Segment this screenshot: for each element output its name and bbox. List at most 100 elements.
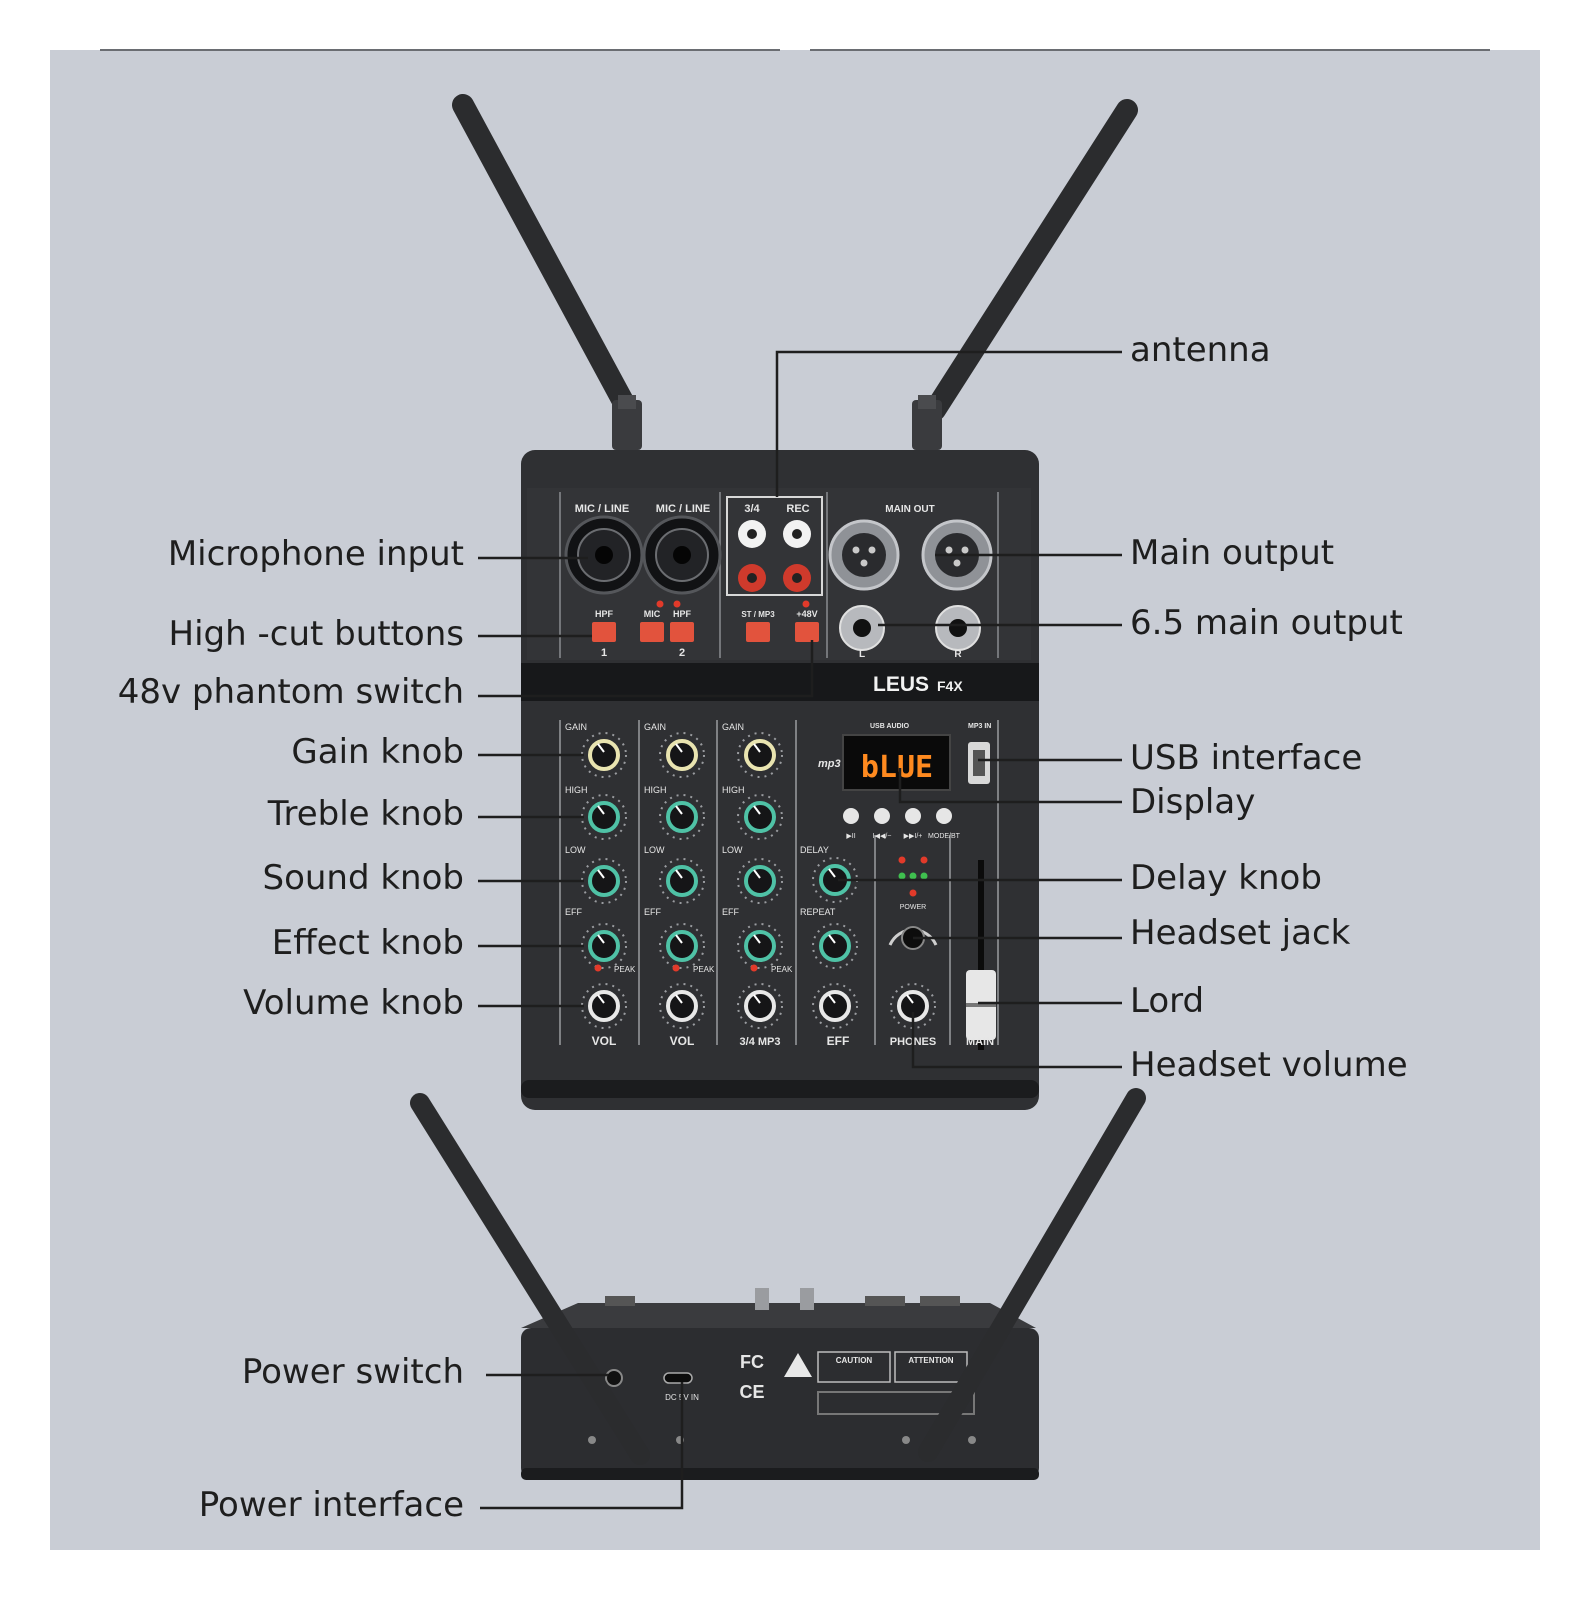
label-transport-2: I◀◀/− — [873, 833, 892, 840]
volume-knob-ch3[interactable] — [737, 983, 783, 1029]
fcc-mark: FC — [740, 1352, 764, 1372]
repeat-knob[interactable] — [812, 923, 858, 969]
effect-knob-ch3[interactable] — [737, 923, 783, 969]
label-mp3-in: MP3 IN — [968, 723, 991, 730]
label-eff-out: EFF — [827, 1034, 850, 1048]
label-peak-1: PEAK — [614, 965, 636, 974]
label-mic-line-1: MIC / LINE — [575, 503, 629, 515]
warning-triangle — [784, 1353, 812, 1377]
brand-logo: LEUS — [873, 673, 929, 696]
label-transport-3: ▶▶I/+ — [904, 833, 923, 840]
label-repeat: REPEAT — [800, 907, 836, 917]
gain-knob-ch3[interactable] — [737, 732, 783, 778]
gain-knob-ch1[interactable] — [581, 732, 627, 778]
label-ch-1: 1 — [601, 647, 607, 659]
display-panel — [842, 734, 951, 791]
power-switch-button — [605, 1369, 623, 1387]
label-transport-4: MODE/BT — [928, 833, 961, 840]
label-hpf-2: HPF — [673, 609, 692, 619]
leader-lines — [478, 350, 1122, 1510]
treble-knob-ch3[interactable] — [737, 794, 783, 840]
low-knob-ch3[interactable] — [737, 858, 783, 904]
label-vol-1: VOL — [592, 1034, 617, 1048]
gain-knob-ch2[interactable] — [659, 732, 705, 778]
rca-box — [726, 496, 823, 596]
volume-knob-ch1[interactable] — [581, 983, 627, 1029]
label-power: POWER — [900, 904, 926, 911]
effect-knob-ch2[interactable] — [659, 923, 705, 969]
brand-strip — [521, 663, 1039, 701]
label-rec: REC — [786, 503, 809, 515]
callout-power-interface: Power interface — [198, 1485, 464, 1525]
callout-treble-knob: Treble knob — [267, 794, 464, 834]
label-ch34: 3/4 — [744, 503, 760, 515]
callout-high-cut-buttons: High -cut buttons — [168, 614, 464, 654]
label-main: MAIN — [966, 1036, 994, 1048]
label-st-mp3: ST / MP3 — [741, 610, 775, 619]
callout-usb-interface: USB interface — [1130, 738, 1363, 778]
attention-text: ATTENTION — [908, 1356, 953, 1365]
peak-led-ch1 — [594, 964, 602, 972]
label-eff-1: EFF — [565, 907, 583, 917]
label-out-l: L — [859, 649, 865, 660]
rear-label-plate — [817, 1391, 975, 1415]
eff-return-knob[interactable] — [812, 983, 858, 1029]
leader-antenna — [775, 350, 1122, 497]
low-knob-ch1[interactable] — [581, 858, 627, 904]
callout-phantom-switch: 48v phantom switch — [117, 672, 464, 712]
peak-led-ch2 — [672, 964, 680, 972]
mp3-logo: mp3 — [818, 758, 841, 770]
label-eff-3: EFF — [722, 907, 740, 917]
label-48v: +48V — [796, 609, 817, 619]
knobs-group — [581, 732, 936, 1029]
high-cut-buttons-group — [592, 600, 819, 642]
rear-antenna-right — [918, 1088, 1146, 1462]
main-output-xlr-left — [828, 519, 900, 591]
ce-mark: CE — [739, 1382, 764, 1402]
callout-delay-knob: Delay knob — [1130, 858, 1322, 898]
callout-sound-knob: Sound knob — [262, 858, 465, 898]
label-transport-1: ▶II — [846, 833, 855, 840]
label-low-1: LOW — [565, 845, 586, 855]
effect-knob-ch1[interactable] — [581, 923, 627, 969]
label-mic-line-2: MIC / LINE — [656, 503, 710, 515]
label-low-3: LOW — [722, 845, 743, 855]
label-gain-3: GAIN — [722, 722, 744, 732]
callout-main-output-65: 6.5 main output — [1130, 603, 1403, 643]
label-ch-2: 2 — [679, 647, 685, 659]
label-high-2: HIGH — [644, 785, 667, 795]
callout-volume-knob: Volume knob — [243, 983, 464, 1023]
label-mp3: 3/4 MP3 — [740, 1036, 781, 1048]
volume-knob-ch2[interactable] — [659, 983, 705, 1029]
label-vol-2: VOL — [670, 1034, 695, 1048]
transport-buttons — [843, 808, 952, 824]
caution-text: CAUTION — [836, 1356, 873, 1365]
low-knob-ch2[interactable] — [659, 858, 705, 904]
dc-port — [663, 1372, 693, 1384]
callout-main-output: Main output — [1130, 533, 1335, 573]
callout-headset-volume: Headset volume — [1130, 1045, 1408, 1085]
label-low-2: LOW — [644, 845, 665, 855]
callout-microphone-input: Microphone input — [167, 534, 464, 574]
jack-65-left — [839, 605, 885, 651]
rca-jacks — [738, 520, 811, 592]
treble-knob-ch2[interactable] — [659, 794, 705, 840]
leader-headset-volume — [911, 1012, 1122, 1069]
main-fader — [966, 860, 996, 1050]
jack-65-right — [935, 605, 981, 651]
label-peak-2: PEAK — [693, 965, 715, 974]
leader-phantom-switch — [478, 640, 814, 698]
label-main-out: MAIN OUT — [885, 504, 934, 515]
rear-antenna-left — [410, 1093, 650, 1465]
label-usb-audio: USB AUDIO — [870, 723, 910, 730]
label-mic-btn: MIC — [644, 609, 661, 619]
treble-knob-ch1[interactable] — [581, 794, 627, 840]
label-hpf-1: HPF — [595, 609, 614, 619]
label-gain-2: GAIN — [644, 722, 666, 732]
model-name: F4X — [937, 678, 963, 694]
callout-headset-jack: Headset jack — [1130, 913, 1351, 953]
antenna-right — [912, 99, 1138, 450]
antenna-left — [452, 94, 642, 450]
